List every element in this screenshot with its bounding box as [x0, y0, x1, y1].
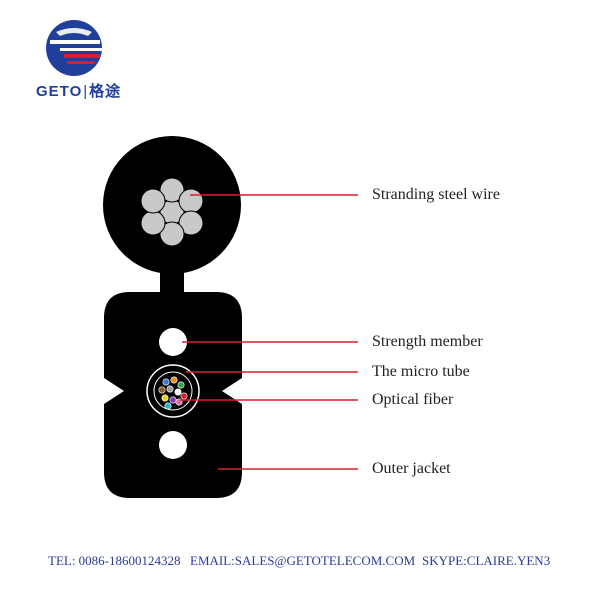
label-stranding-steel-wire: Stranding steel wire: [372, 186, 500, 203]
optical-fiber: [180, 392, 188, 400]
geto-logo: GETO|格途: [20, 18, 130, 108]
optical-fiber: [177, 381, 185, 389]
logo-chinese: 格途: [89, 83, 122, 100]
optical-fiber: [164, 402, 172, 410]
micro-tube: [146, 364, 200, 418]
geto-emblem-icon: [46, 20, 102, 76]
optical-fiber: [169, 396, 177, 404]
footer-email: EMAIL:SALES@GETOTELECOM.COM: [190, 553, 416, 568]
footer-tel: TEL: 0086-18600124328: [48, 553, 181, 568]
steel-wire: [178, 188, 204, 214]
logo-text: GETO: [36, 83, 83, 100]
optical-fiber: [170, 376, 178, 384]
label-optical-fiber: Optical fiber: [372, 391, 454, 408]
steel-wire: [178, 210, 204, 236]
steel-wire: [159, 221, 185, 247]
leader-lines: [180, 194, 358, 470]
logo-wordmark: GETO|格途: [36, 80, 121, 101]
label-micro-tube: The micro tube: [372, 363, 470, 380]
optical-fibers: [158, 376, 188, 410]
steel-wire: [140, 210, 166, 236]
strength-member-bottom: [159, 431, 187, 459]
strength-member-top: [159, 328, 187, 356]
logo-divider: |: [83, 83, 89, 100]
steel-wires: [140, 177, 204, 247]
optical-fiber: [166, 385, 174, 393]
label-outer-jacket: Outer jacket: [372, 460, 451, 477]
optical-fiber: [162, 378, 170, 386]
steel-wire: [140, 188, 166, 214]
optical-fiber: [174, 388, 182, 396]
label-strength-member: Strength member: [372, 333, 483, 350]
steel-wire: [159, 177, 185, 203]
optical-fiber: [158, 386, 166, 394]
optical-fiber: [161, 394, 169, 402]
footer-skype: SKYPE:CLAIRE.YEN3: [422, 553, 551, 568]
messenger-neck: [160, 268, 184, 294]
